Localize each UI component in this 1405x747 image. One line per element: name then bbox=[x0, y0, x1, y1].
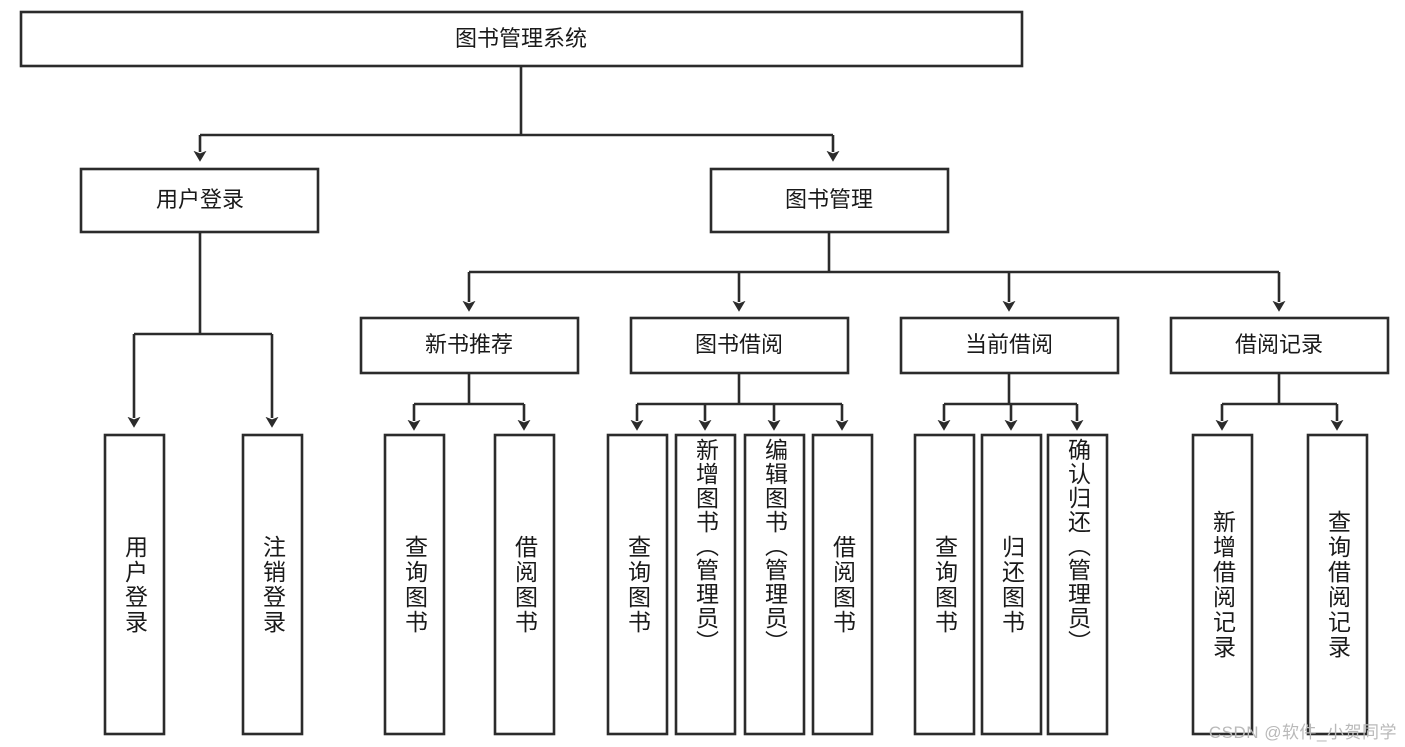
leaf-currentborrow-confirm-return[interactable]: 确认归还（管理员） bbox=[1046, 433, 1109, 736]
leaf-user-login-logout[interactable]: 注销登录 bbox=[241, 433, 304, 736]
leaf-user-login-logout-label: 注销登录 bbox=[259, 534, 286, 635]
node-current-borrow[interactable]: 当前借阅 bbox=[899, 316, 1120, 375]
connector-borrowrecords-to-leaves bbox=[1215, 373, 1344, 431]
leaf-currentborrow-return[interactable]: 归还图书 bbox=[980, 433, 1043, 736]
node-current-borrow-label: 当前借阅 bbox=[965, 332, 1053, 357]
leaf-user-login-login-label: 用户登录 bbox=[121, 534, 148, 635]
leaf-bookborrow-borrow[interactable]: 借阅图书 bbox=[811, 433, 874, 736]
leaf-bookborrow-edit-label: 编辑图书（管理员） bbox=[761, 438, 788, 654]
node-book-management-label: 图书管理 bbox=[785, 187, 873, 212]
leaf-newbooks-borrow-label: 借阅图书 bbox=[511, 534, 538, 635]
connector-root-to-level1 bbox=[193, 66, 840, 162]
connector-newbooks-to-leaves bbox=[407, 373, 531, 431]
leaf-currentborrow-query[interactable]: 查询图书 bbox=[913, 433, 976, 736]
leaf-bookborrow-query-label: 查询图书 bbox=[624, 534, 651, 635]
node-borrow-records-label: 借阅记录 bbox=[1235, 332, 1323, 357]
node-root-label: 图书管理系统 bbox=[455, 26, 587, 51]
leaf-currentborrow-confirm-return-label: 确认归还（管理员） bbox=[1064, 438, 1091, 654]
connector-userlogin-to-leaves bbox=[127, 232, 279, 428]
node-user-login[interactable]: 用户登录 bbox=[79, 167, 320, 234]
leaf-bookborrow-add-label: 新增图书（管理员） bbox=[692, 438, 719, 654]
leaf-newbooks-borrow[interactable]: 借阅图书 bbox=[493, 433, 556, 736]
leaf-borrowrecords-add-label: 新增借阅记录 bbox=[1209, 509, 1236, 660]
leaf-currentborrow-query-label: 查询图书 bbox=[931, 534, 958, 635]
connector-bookborrow-to-leaves bbox=[630, 373, 849, 431]
leaf-bookborrow-borrow-label: 借阅图书 bbox=[829, 534, 856, 635]
leaf-borrowrecords-add[interactable]: 新增借阅记录 bbox=[1191, 433, 1254, 736]
node-root-system[interactable]: 图书管理系统 bbox=[19, 10, 1024, 68]
node-book-borrow[interactable]: 图书借阅 bbox=[629, 316, 850, 375]
node-book-management[interactable]: 图书管理 bbox=[709, 167, 950, 234]
connector-bookmgmt-to-level2 bbox=[462, 232, 1286, 312]
leaf-borrowrecords-query-label: 查询借阅记录 bbox=[1324, 509, 1351, 660]
leaf-currentborrow-return-label: 归还图书 bbox=[998, 534, 1025, 635]
node-new-book-recommend[interactable]: 新书推荐 bbox=[359, 316, 580, 375]
node-book-borrow-label: 图书借阅 bbox=[695, 332, 783, 357]
csdn-watermark: CSDN @软件_小贺同学 bbox=[1208, 723, 1397, 742]
node-new-book-recommend-label: 新书推荐 bbox=[425, 332, 513, 357]
connector-currentborrow-to-leaves bbox=[937, 373, 1084, 431]
leaf-borrowrecords-query[interactable]: 查询借阅记录 bbox=[1306, 433, 1369, 736]
leaf-bookborrow-edit[interactable]: 编辑图书（管理员） bbox=[743, 433, 806, 736]
leaf-user-login-login[interactable]: 用户登录 bbox=[103, 433, 166, 736]
node-borrow-records[interactable]: 借阅记录 bbox=[1169, 316, 1390, 375]
leaf-bookborrow-add[interactable]: 新增图书（管理员） bbox=[674, 433, 737, 736]
leaf-newbooks-query[interactable]: 查询图书 bbox=[383, 433, 446, 736]
leaf-bookborrow-query[interactable]: 查询图书 bbox=[606, 433, 669, 736]
leaf-newbooks-query-label: 查询图书 bbox=[401, 534, 428, 635]
node-user-login-label: 用户登录 bbox=[156, 187, 244, 212]
